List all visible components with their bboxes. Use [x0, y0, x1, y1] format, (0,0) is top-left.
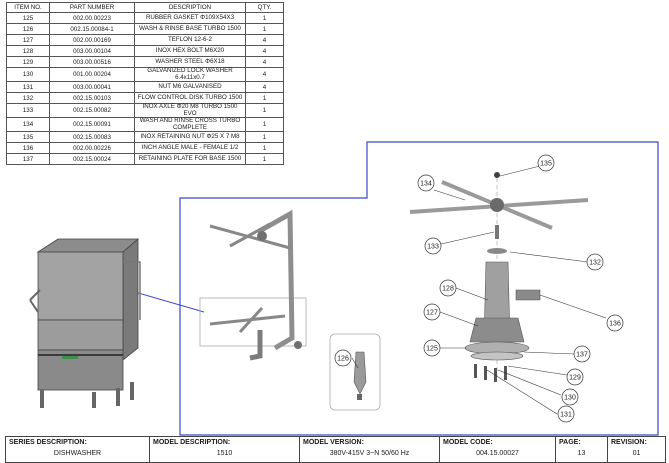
callout-label: 132	[589, 260, 601, 267]
wash-pipe-assembly	[199, 209, 307, 361]
callout-125: 125	[423, 339, 441, 357]
series-value: DISHWASHER	[53, 450, 102, 457]
callout-label: 126	[337, 356, 349, 363]
callout-label: 133	[427, 244, 439, 251]
callout-137: 137	[573, 345, 591, 363]
callout-circle	[417, 174, 435, 192]
callout-circle	[334, 349, 352, 367]
callout-circle	[573, 345, 591, 363]
model-code-cell: MODEL CODE: 004.15.00027	[440, 437, 556, 462]
callout-circle	[537, 154, 555, 172]
callout-128: 128	[439, 279, 457, 297]
revision-value: 01	[632, 450, 641, 457]
model-code-value: 004.15.00027	[476, 450, 519, 457]
model-version-cell: MODEL VERSION: 380V-415V 3~N 50/60 Hz	[300, 437, 440, 462]
page-value: 13	[577, 450, 586, 457]
callout-label: 131	[560, 412, 572, 419]
model-description-cell: MODEL DESCRIPTION: 1510	[150, 437, 300, 462]
parts-table: ITEM NO. PART NUMBER DESCRIPTION QTY. 12…	[6, 2, 284, 165]
cell-qty: 1	[245, 153, 284, 165]
cell-qty: 1	[245, 103, 284, 118]
parts-table-header: ITEM NO. PART NUMBER DESCRIPTION QTY.	[6, 2, 284, 13]
callout-circle	[586, 253, 604, 271]
revision-cell: REVISION: 01	[608, 437, 665, 462]
callout-label: 135	[540, 161, 552, 168]
callout-label: 127	[426, 310, 438, 317]
wash-rinse-base-detail	[329, 333, 381, 411]
callout-130: 130	[561, 388, 579, 406]
callout-127: 127	[423, 303, 441, 321]
model-version-value: 380V-415V 3~N 50/60 Hz	[329, 450, 410, 457]
cell-item-no: 137	[6, 153, 50, 165]
callout-label: 134	[420, 181, 432, 188]
model-description-label: MODEL DESCRIPTION:	[153, 439, 231, 446]
callout-circle	[566, 368, 584, 386]
callout-circle	[606, 314, 624, 332]
series-cell: SERIES DESCRIPTION: DISHWASHER	[6, 437, 150, 462]
callout-132: 132	[586, 253, 604, 271]
page-label: PAGE:	[559, 439, 581, 446]
leader-lines	[351, 165, 607, 415]
callout-circle	[561, 388, 579, 406]
callout-label: 137	[576, 352, 588, 359]
model-code-label: MODEL CODE:	[443, 439, 493, 446]
callout-134: 134	[417, 174, 435, 192]
callout-131: 131	[557, 405, 575, 423]
callout-circle	[424, 237, 442, 255]
callout-136: 136	[606, 314, 624, 332]
callout-label: 130	[564, 395, 576, 402]
callout-circle	[423, 339, 441, 357]
callout-label: 125	[426, 346, 438, 353]
callout-circle	[557, 405, 575, 423]
model-description-value: 1510	[216, 450, 233, 457]
model-version-label: MODEL VERSION:	[303, 439, 364, 446]
dishwasher-machine	[29, 238, 141, 408]
callout-label: 129	[569, 375, 581, 382]
page-cell: PAGE: 13	[556, 437, 608, 462]
callout-133: 133	[424, 237, 442, 255]
callout-circle	[423, 303, 441, 321]
callout-129: 129	[566, 368, 584, 386]
title-block: SERIES DESCRIPTION: DISHWASHER MODEL DES…	[5, 436, 666, 463]
callout-126: 126	[334, 349, 352, 367]
exploded-assembly	[409, 172, 589, 382]
detail-frame	[179, 141, 659, 436]
callout-label: 136	[609, 321, 621, 328]
series-label: SERIES DESCRIPTION:	[9, 439, 87, 446]
callout-label: 128	[442, 286, 454, 293]
callout-135: 135	[537, 154, 555, 172]
callout-circle	[439, 279, 457, 297]
revision-label: REVISION:	[611, 439, 647, 446]
